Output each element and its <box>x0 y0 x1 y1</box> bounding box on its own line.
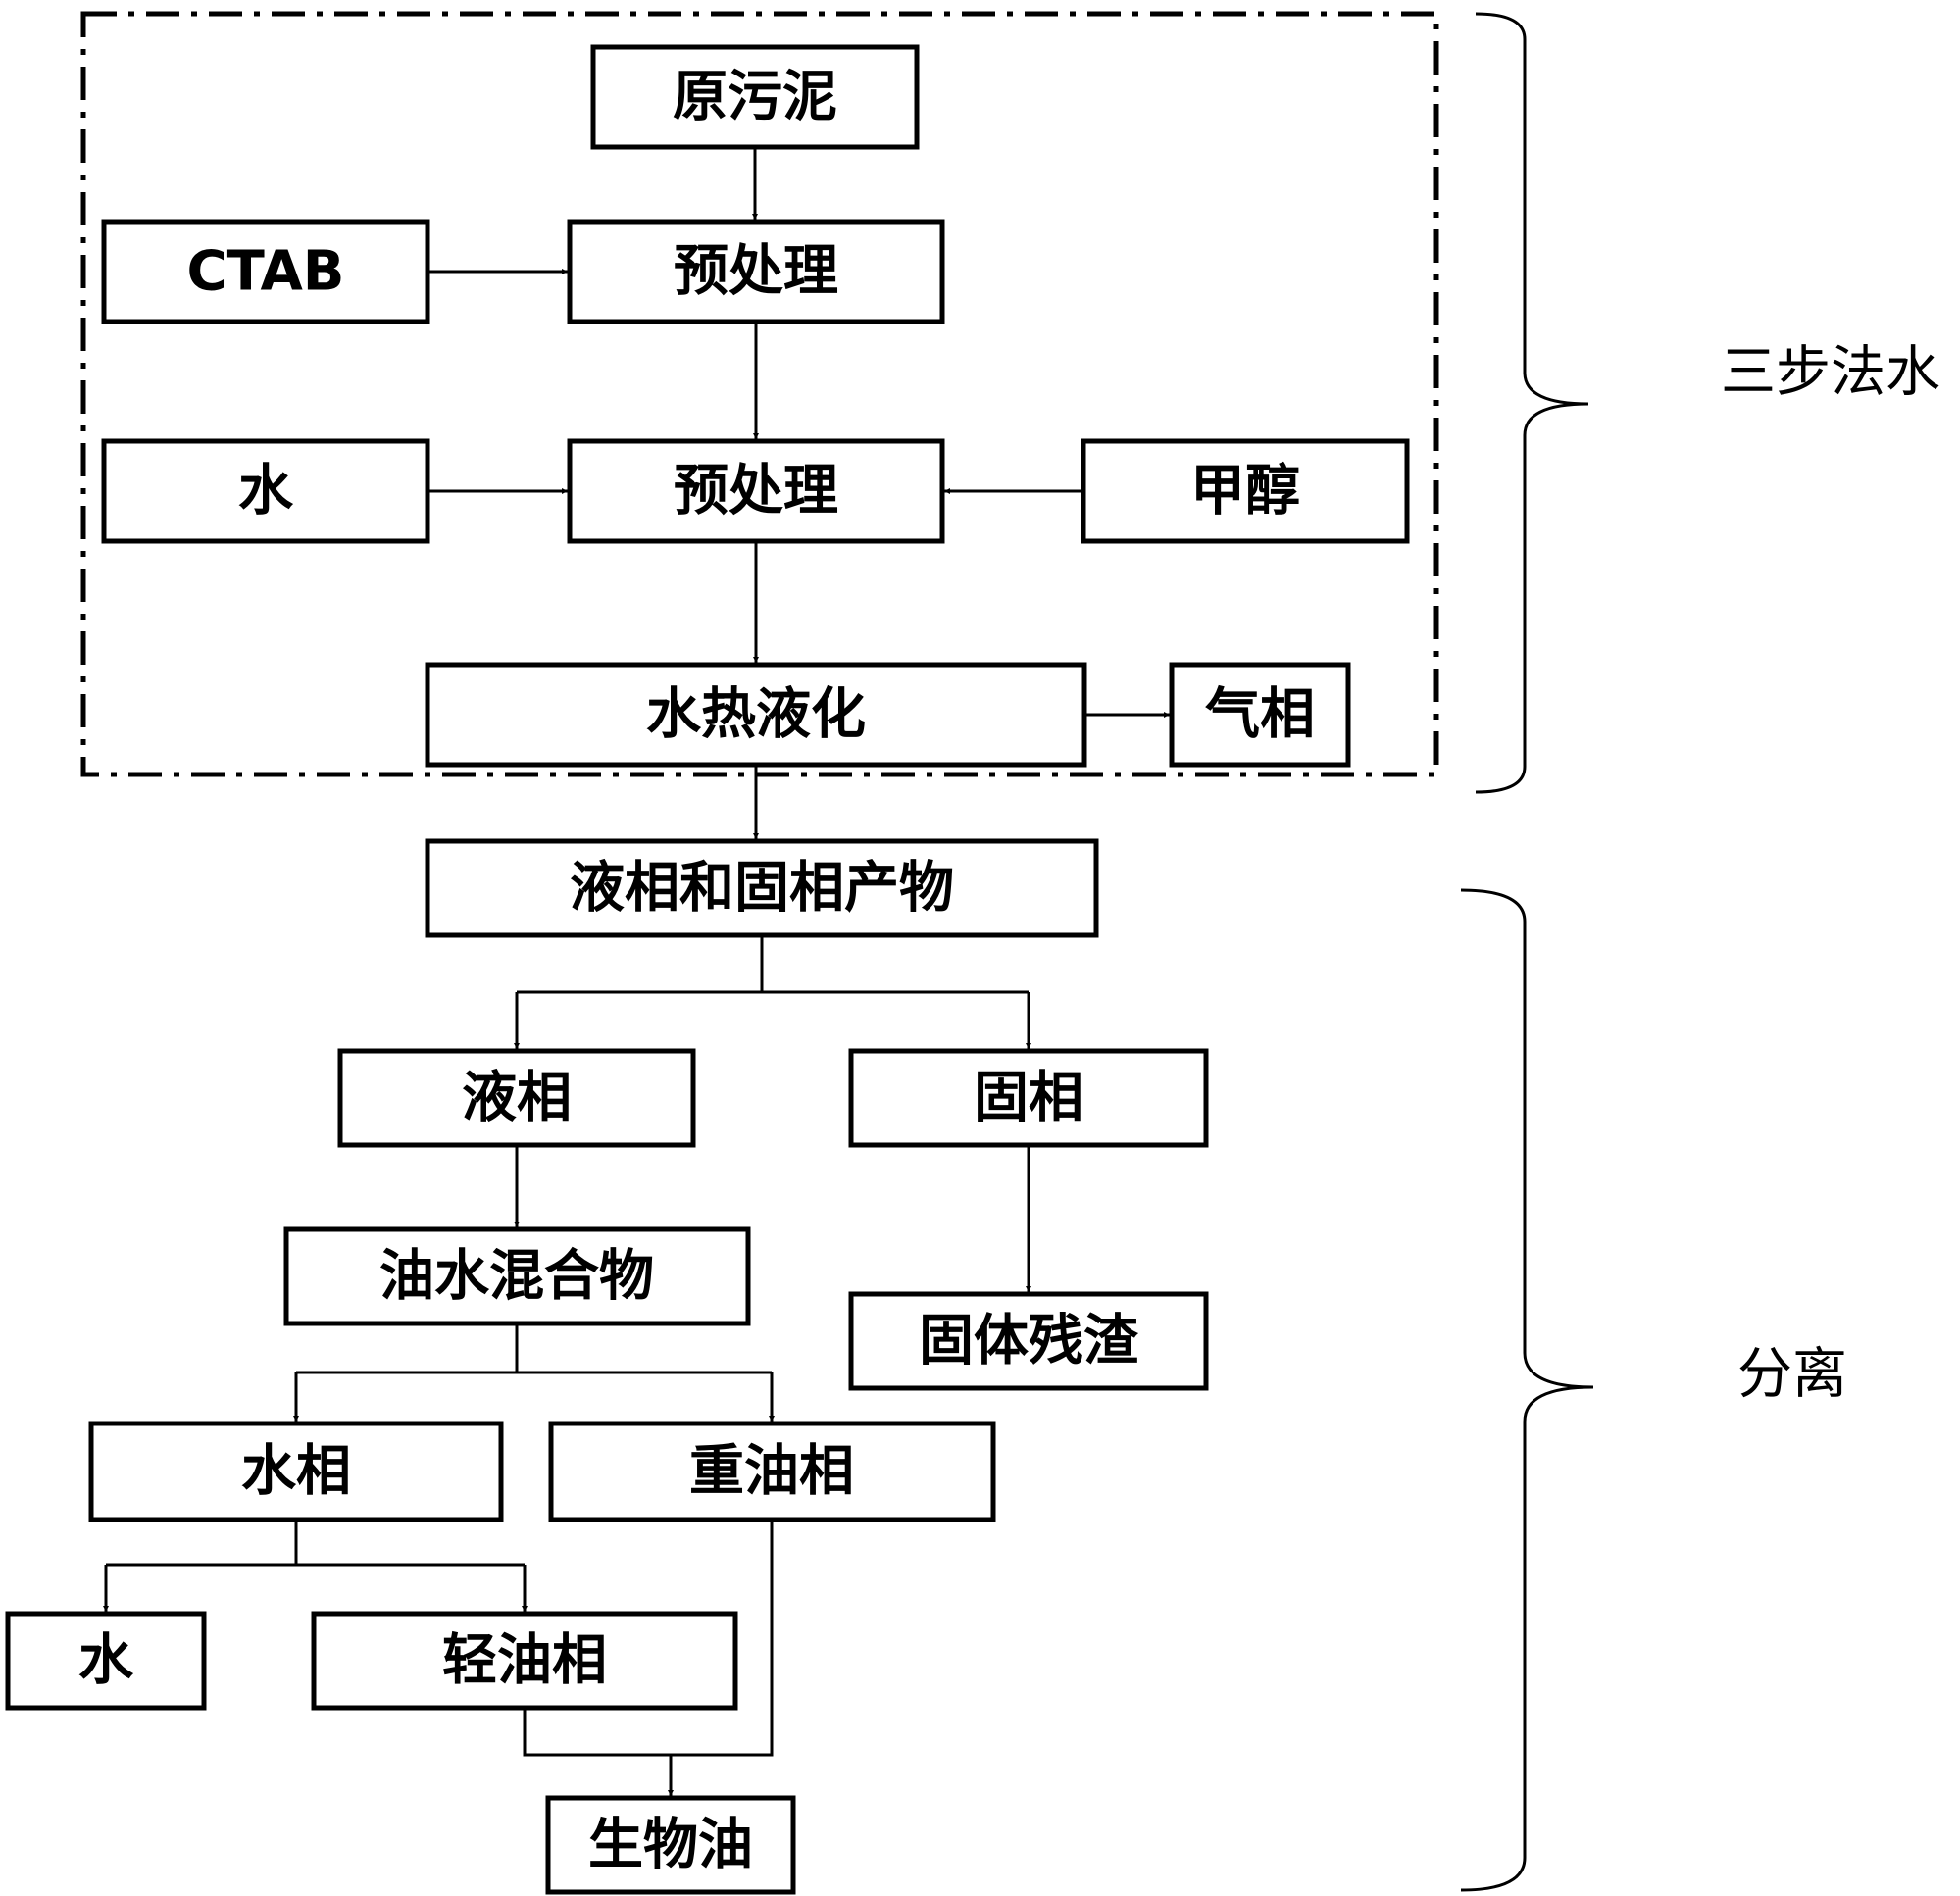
node-liquid-solid-products: 液相和固相产物 <box>425 838 1099 938</box>
node-solid-residue: 固体残渣 <box>848 1291 1209 1391</box>
node-solid-phase: 固相 <box>848 1048 1209 1148</box>
node-water-out-label: 水 <box>78 1629 134 1693</box>
node-gas-phase: 气相 <box>1169 662 1351 768</box>
node-liquid-phase: 液相 <box>337 1048 696 1148</box>
node-water-out: 水 <box>5 1611 207 1711</box>
node-heavy-oil-phase: 重油相 <box>548 1421 996 1522</box>
node-ctab: CTAB <box>101 219 430 324</box>
brace-three-step <box>1475 12 1589 794</box>
node-pretreat-2: 预处理 <box>567 438 945 544</box>
node-water-in-label: 水 <box>238 460 294 524</box>
node-methanol: 甲醇 <box>1081 438 1410 544</box>
node-raw-sludge-label: 原污泥 <box>673 66 837 129</box>
node-aqueous-phase-label: 水相 <box>241 1440 351 1504</box>
node-ctab-label: CTAB <box>187 240 345 304</box>
node-oil-water-mixture: 油水混合物 <box>283 1226 751 1326</box>
node-water-in: 水 <box>101 438 430 544</box>
node-heavy-oil-phase-label: 重油相 <box>689 1440 854 1504</box>
node-methanol-label: 甲醇 <box>1190 460 1300 524</box>
node-oil-water-mixture-label: 油水混合物 <box>379 1245 654 1309</box>
node-htl-label: 水热液化 <box>646 683 866 747</box>
node-solid-residue-label: 固体残渣 <box>919 1310 1139 1373</box>
node-aqueous-phase: 水相 <box>88 1421 504 1522</box>
edge-products-split <box>517 935 1029 994</box>
node-pretreat-2-label: 预处理 <box>674 460 838 524</box>
node-bio-oil: 生物油 <box>545 1795 796 1895</box>
edge-oils-merge <box>523 1520 774 1757</box>
edge-mixture-split <box>296 1323 772 1374</box>
node-light-oil-phase-label: 轻油相 <box>442 1629 607 1693</box>
node-light-oil-phase: 轻油相 <box>311 1611 738 1711</box>
node-liquid-solid-products-label: 液相和固相产物 <box>570 857 954 921</box>
label-separation: 分离 <box>1737 1343 1847 1407</box>
label-three-step: 三步法水 <box>1721 341 1940 405</box>
node-gas-phase-label: 气相 <box>1205 683 1315 747</box>
node-pretreat-1-label: 预处理 <box>674 240 838 304</box>
three-step-frame <box>80 11 1439 777</box>
node-liquid-phase-label: 液相 <box>462 1067 572 1130</box>
node-pretreat-1: 预处理 <box>567 219 945 324</box>
edge-aqueous-split <box>106 1520 525 1567</box>
node-raw-sludge: 原污泥 <box>590 44 920 150</box>
node-solid-phase-label: 固相 <box>974 1067 1083 1130</box>
brace-separation <box>1460 888 1594 1892</box>
node-bio-oil-label: 生物油 <box>588 1814 753 1877</box>
node-htl: 水热液化 <box>425 662 1087 768</box>
